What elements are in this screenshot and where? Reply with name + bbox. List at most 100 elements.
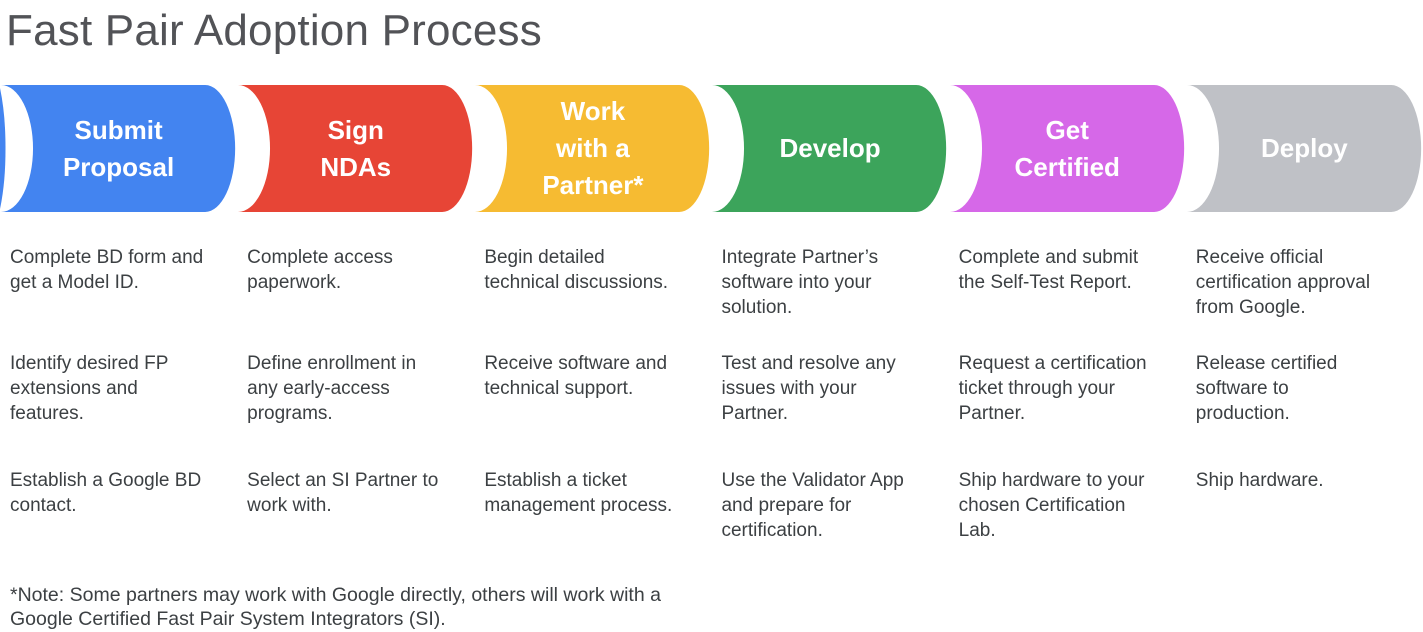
- task-item: Complete BD form and get a Model ID.: [10, 245, 219, 351]
- step-label-line: Partner*: [542, 170, 644, 200]
- task-item: Ship hardware to your chosen Certificati…: [959, 468, 1168, 583]
- step-ribbon-shape: [238, 85, 473, 212]
- task-line: Use the Validator App: [721, 470, 904, 491]
- task-line: technical discussions.: [484, 272, 669, 293]
- task-line: software into your: [721, 272, 872, 293]
- footnote: *Note: Some partners may work with Googl…: [0, 583, 1423, 631]
- task-item: Request a certification ticket through y…: [959, 351, 1168, 468]
- task-line: from Google.: [1195, 297, 1306, 318]
- tasks-submit-proposal: Complete BD form and get a Model ID. Ide…: [0, 212, 237, 583]
- task-item: Establish a Google BD contact.: [10, 468, 219, 583]
- task-item: Establish a ticket management process.: [484, 468, 693, 583]
- footnote-line: Google Certified Fast Pair System Integr…: [10, 608, 446, 630]
- step-label-line: Get: [1045, 114, 1089, 145]
- step-sign-ndas: Sign NDAs: [237, 85, 474, 212]
- task-line: paperwork.: [247, 272, 342, 293]
- ribbon-body: [712, 85, 947, 212]
- footnote-line: *Note: Some partners may work with Googl…: [10, 584, 661, 606]
- tasks-get-certified: Complete and submit the Self-Test Report…: [949, 212, 1186, 583]
- step-label-line: Proposal: [62, 151, 175, 182]
- task-line: Identify desired FP: [10, 353, 169, 374]
- ribbon-body: [475, 85, 710, 212]
- task-line: Receive software and: [484, 353, 668, 374]
- task-line: Select an SI Partner to: [247, 470, 439, 491]
- task-line: Lab.: [958, 520, 996, 541]
- task-item: Release certified software to production…: [1196, 351, 1405, 468]
- task-line: production.: [1195, 403, 1290, 424]
- ribbon-body: [949, 85, 1184, 212]
- step-ribbon-shape: [0, 85, 236, 212]
- task-line: certification.: [721, 520, 823, 541]
- task-line: technical support.: [484, 378, 634, 399]
- task-line: get a Model ID.: [10, 272, 139, 293]
- task-line: Establish a Google BD: [10, 470, 202, 491]
- tasks-develop: Integrate Partner’s software into your s…: [711, 212, 948, 583]
- step-label-line: Certified: [1014, 151, 1120, 182]
- task-line: Integrate Partner’s: [721, 247, 879, 268]
- task-line: programs.: [247, 403, 333, 424]
- step-ribbon-shape: [475, 85, 710, 212]
- ribbon-body: [1, 85, 236, 212]
- step-work-with-partner: Work with a Partner*: [474, 85, 711, 212]
- task-line: Complete and submit: [958, 247, 1139, 268]
- step-ribbon-shape: [1186, 85, 1421, 212]
- step-label-line: Develop: [779, 133, 881, 163]
- step-get-certified: Get Certified: [949, 85, 1186, 212]
- step-label: Deploy: [1186, 85, 1423, 212]
- page-title: Fast Pair Adoption Process: [6, 6, 542, 55]
- task-item: Use the Validator App and prepare for ce…: [721, 468, 930, 583]
- task-line: solution.: [721, 297, 793, 318]
- task-line: features.: [10, 403, 84, 424]
- task-line: Partner.: [958, 403, 1026, 424]
- task-line: Release certified: [1195, 353, 1338, 374]
- task-line: Test and resolve any: [721, 353, 896, 374]
- step-label: Work with a Partner*: [474, 85, 711, 212]
- task-line: Complete BD form and: [10, 247, 204, 268]
- task-line: Establish a ticket: [484, 470, 627, 491]
- step-ribbon-shape: [712, 85, 947, 212]
- step-develop: Develop: [711, 85, 948, 212]
- task-line: issues with your: [721, 378, 857, 399]
- task-line: and prepare for: [721, 495, 852, 516]
- process-steps-row: Submit Proposal Sign NDAs Work with a Pa…: [0, 85, 1423, 212]
- step-tasks-grid: Complete BD form and get a Model ID. Ide…: [0, 212, 1423, 583]
- task-line: certification approval: [1195, 272, 1371, 293]
- step-label: Get Certified: [949, 85, 1186, 212]
- step-label: Submit Proposal: [0, 85, 237, 212]
- step-label-line: Sign: [327, 114, 384, 145]
- task-line: Define enrollment in: [247, 353, 417, 374]
- task-line: Ship hardware.: [1195, 470, 1324, 491]
- task-line: chosen Certification: [958, 495, 1126, 516]
- step-ribbon-shape: [949, 85, 1184, 212]
- task-item: Identify desired FP extensions and featu…: [10, 351, 219, 468]
- task-item: Begin detailed technical discussions.: [484, 245, 693, 351]
- task-item: Define enrollment in any early-access pr…: [247, 351, 456, 468]
- ribbon-body: [238, 85, 473, 212]
- tasks-work-with-partner: Begin detailed technical discussions. Re…: [474, 212, 711, 583]
- task-line: work with.: [247, 495, 332, 516]
- tasks-deploy: Receive official certification approval …: [1186, 212, 1423, 583]
- task-line: Request a certification: [958, 353, 1147, 374]
- step-label-line: Work: [560, 96, 626, 126]
- task-item: Receive software and technical support.: [484, 351, 693, 468]
- task-item: Complete access paperwork.: [247, 245, 456, 351]
- task-line: Begin detailed: [484, 247, 605, 268]
- tasks-sign-ndas: Complete access paperwork. Define enroll…: [237, 212, 474, 583]
- task-item: Ship hardware.: [1196, 468, 1405, 583]
- task-line: Ship hardware to your: [958, 470, 1145, 491]
- step-label-line: Submit: [74, 114, 163, 145]
- task-line: ticket through your: [958, 378, 1115, 399]
- step-label-line: with a: [556, 133, 630, 163]
- ribbon-body: [1186, 85, 1421, 212]
- task-line: management process.: [484, 495, 673, 516]
- step-label-line: NDAs: [320, 151, 392, 182]
- task-line: extensions and: [10, 378, 138, 399]
- step-submit-proposal: Submit Proposal: [0, 85, 237, 212]
- task-line: Partner.: [721, 403, 789, 424]
- ribbon-left-sliver: [0, 88, 6, 209]
- task-item: Integrate Partner’s software into your s…: [721, 245, 930, 351]
- step-label: Sign NDAs: [237, 85, 474, 212]
- task-line: Complete access: [247, 247, 393, 268]
- task-line: the Self-Test Report.: [958, 272, 1132, 293]
